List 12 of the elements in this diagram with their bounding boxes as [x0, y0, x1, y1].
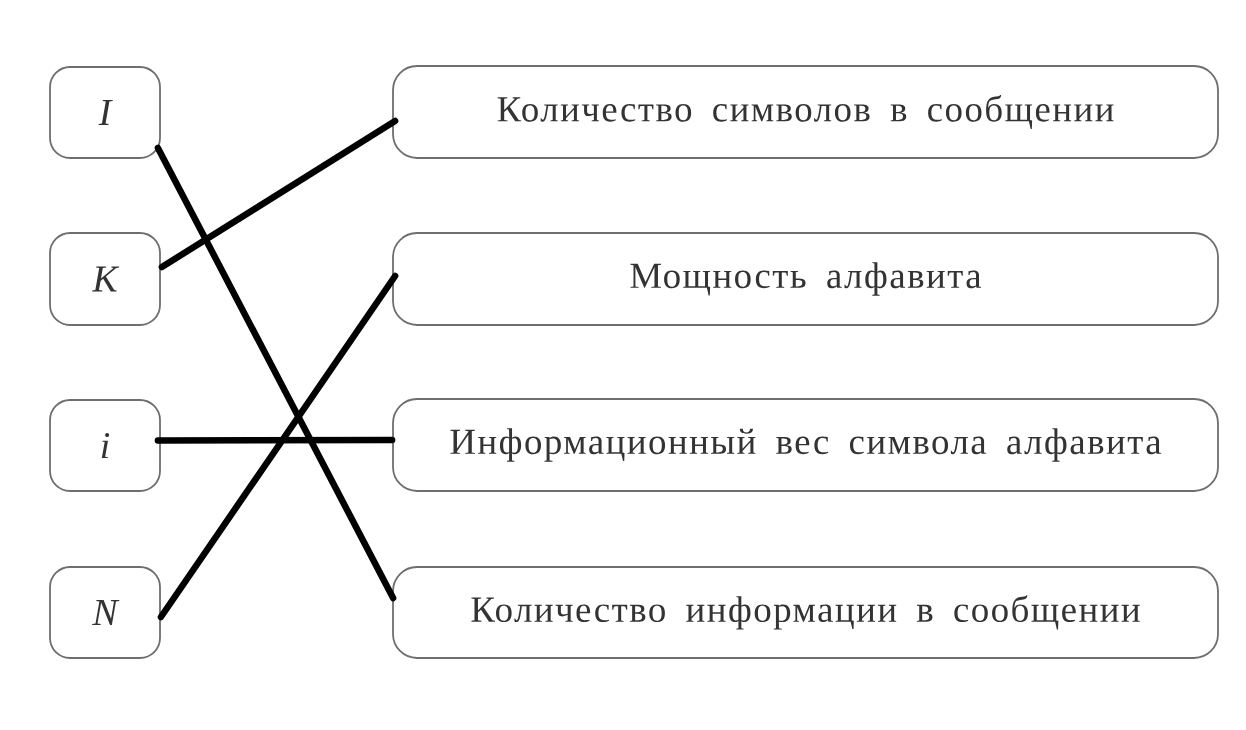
connecting-line — [154, 144, 397, 602]
letter-box: K — [49, 232, 161, 326]
term-box: Количество информации в сообщении — [392, 566, 1219, 659]
connecting-line — [157, 272, 399, 621]
letter-box: I — [49, 66, 161, 159]
letter-box: i — [49, 399, 161, 492]
term-box: Мощность алфавита — [392, 232, 1219, 326]
letter-box: N — [49, 566, 161, 659]
term-box: Информационный вес символа алфавита — [392, 398, 1219, 492]
term-box: Количество символов в сообщении — [392, 65, 1219, 159]
connecting-line — [158, 117, 399, 271]
connecting-line — [154, 436, 396, 444]
